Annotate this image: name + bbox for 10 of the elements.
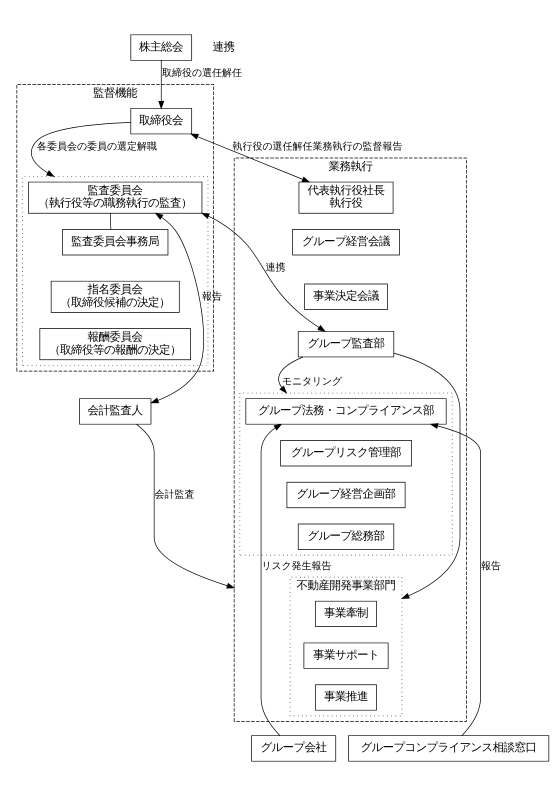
edge-label: 報告 xyxy=(202,290,222,302)
edge-label: 各委員会の委員の選定解職 xyxy=(36,141,157,152)
label: 連携 xyxy=(212,38,235,53)
edge-label: 取締役の選任解任 xyxy=(162,68,242,79)
edge-label: 連携 xyxy=(266,262,286,274)
edge-label: モニタリング xyxy=(282,376,342,388)
edge-label: リスク発生報告 xyxy=(261,560,332,572)
edge-label: 会計監査 xyxy=(154,489,195,500)
edge-label: 執行役の選任解任業務執行の監督報告 xyxy=(232,141,402,152)
edge-label: 報告 xyxy=(480,560,501,572)
